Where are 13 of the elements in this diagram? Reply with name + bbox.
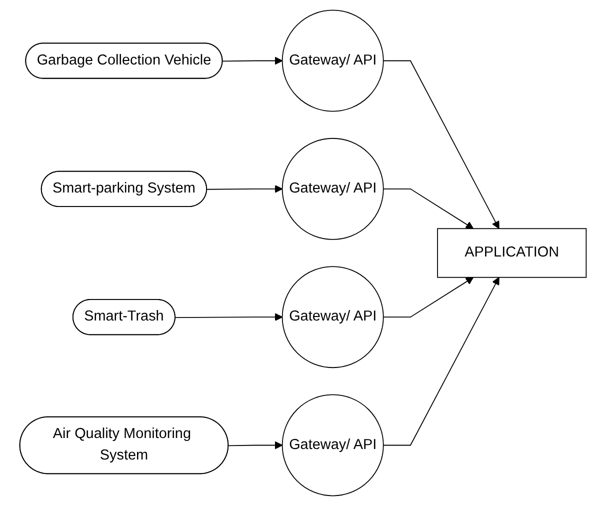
arrow <box>382 60 500 229</box>
node-circle: Gateway/ API <box>282 10 384 112</box>
arrow <box>228 441 283 450</box>
node-circle: Gateway/ API <box>282 138 384 240</box>
arrow <box>382 188 474 229</box>
arrow <box>222 56 283 65</box>
arrow <box>382 277 500 446</box>
arrow <box>382 277 474 318</box>
arrow <box>175 313 283 322</box>
arrow <box>206 184 283 193</box>
node-box: APPLICATION <box>437 228 587 278</box>
node-circle: Gateway/ API <box>282 266 384 368</box>
node-circle: Gateway/ API <box>282 394 384 496</box>
